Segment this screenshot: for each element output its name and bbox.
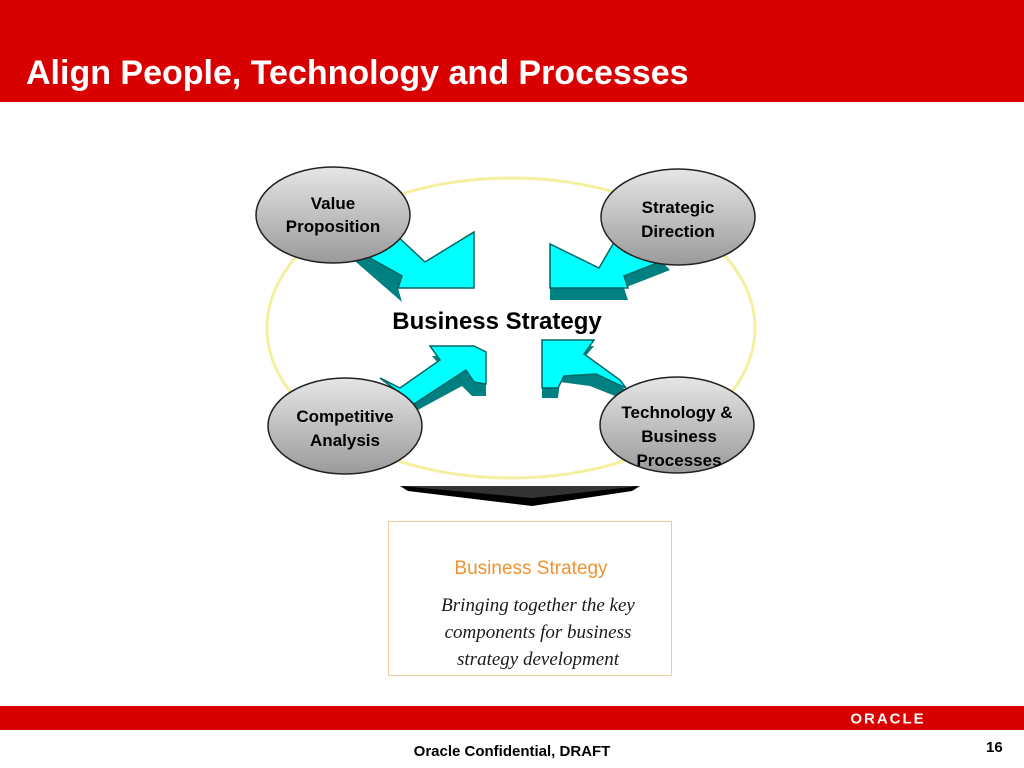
node-technology-processes-line-1: Technology &	[621, 403, 732, 422]
page-number: 16	[986, 739, 1003, 756]
node-technology-processes: Technology & Business Processes	[599, 376, 755, 474]
node-value-proposition-line-2: Proposition	[286, 217, 380, 236]
node-value-proposition-line-1: Value	[311, 194, 355, 213]
node-competitive-analysis-line-2: Analysis	[310, 431, 380, 450]
strategy-diagram: Value Proposition Strategic Direction Co…	[255, 166, 757, 506]
oracle-logo: ORACLE	[833, 707, 943, 729]
strategy-ring	[265, 176, 757, 480]
node-value-proposition: Value Proposition	[255, 166, 411, 264]
summary-description: Bringing together the key components for…	[441, 595, 635, 670]
summary-box: Business Strategy Bringing together the …	[388, 521, 672, 676]
arrow-technology-processes	[541, 339, 627, 398]
oracle-logo-text: ORACLE	[850, 711, 925, 728]
center-label: Business Strategy	[392, 308, 602, 335]
summary-title: Business Strategy	[454, 558, 608, 579]
node-competitive-analysis: Competitive Analysis	[267, 377, 423, 475]
node-competitive-analysis-line-1: Competitive	[296, 407, 393, 426]
node-strategic-direction: Strategic Direction	[600, 168, 756, 266]
confidential-notice: Oracle Confidential, DRAFT	[413, 743, 611, 760]
header-bar: Align People, Technology and Processes	[0, 0, 1024, 102]
node-technology-processes-line-3: Processes	[636, 451, 721, 470]
down-pointer	[400, 486, 640, 506]
node-strategic-direction-line-1: Strategic	[642, 198, 715, 217]
node-strategic-direction-line-2: Direction	[641, 222, 715, 241]
slide-title: Align People, Technology and Processes	[26, 54, 689, 92]
node-technology-processes-line-2: Business	[641, 427, 717, 446]
